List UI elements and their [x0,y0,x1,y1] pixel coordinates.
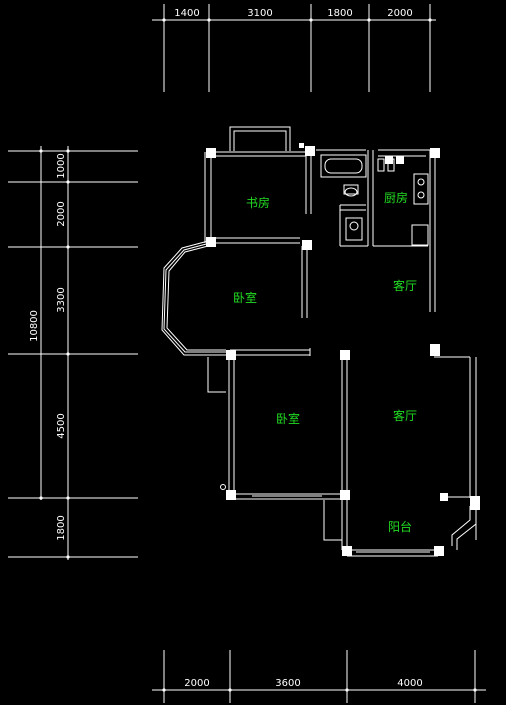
stove [413,173,429,205]
bathtub-basin [324,158,363,174]
room-label-kitchen: 厨房 [384,190,408,205]
room-label-study: 书房 [246,195,270,210]
bottom-dim-1: 2000 [184,678,209,689]
study-bay-window-inner [233,130,287,151]
bottom-dim-2: 3600 [275,678,300,689]
column [226,350,236,360]
top-dimension-ticks [162,18,432,22]
top-dim-1: 1400 [174,8,199,19]
column [430,148,440,158]
column [385,156,393,164]
bottom-dimension-chain [152,650,486,703]
room-label-bedroom-lower: 卧室 [276,411,300,426]
bedroom-bay-window-mid [163,242,226,353]
top-dim-4: 2000 [387,8,412,19]
column [396,156,404,164]
top-dim-2: 3100 [247,8,272,19]
columns [206,143,480,556]
balcony-east-wall-outer [456,512,477,550]
study-bay-window [229,126,291,151]
column [302,240,312,250]
balcony-east-wall [451,506,471,546]
wall-marker [220,484,226,490]
kitchen-fixture [377,158,385,172]
column [206,148,216,158]
room-label-balcony: 阳台 [388,519,412,534]
column [226,490,236,500]
column [340,350,350,360]
stove-burner [417,191,425,199]
column [299,143,304,148]
left-dim-4: 4500 [56,413,67,438]
room-label-bedroom-upper: 卧室 [233,290,257,305]
left-dim-5: 1800 [56,515,67,540]
column [206,237,216,247]
washbasin [345,217,363,241]
kitchen-counter [411,224,429,246]
column [340,490,350,500]
ac-ledge [207,357,226,393]
left-dim-total: 10800 [29,310,40,342]
left-dim-3: 3300 [56,287,67,312]
toilet-bowl [344,187,358,197]
stove-burner [417,178,425,186]
balcony-west-ledge [323,500,342,541]
room-label-living-lower: 客厅 [393,408,417,423]
room-labels: 书房 厨房 卧室 客厅 卧室 客厅 阳台 [233,190,417,534]
column [430,344,440,356]
column [305,146,315,156]
column [470,496,480,510]
bottom-dim-3: 4000 [397,678,422,689]
column [434,546,444,556]
bedroom-bay-window-inner [166,244,226,351]
bathtub [320,154,367,178]
toilet-tank [343,184,359,195]
column [342,546,352,556]
top-dim-3: 1800 [327,8,352,19]
column [440,493,448,501]
bedroom-bay-window-outer [161,239,226,356]
left-dim-1: 1000 [56,153,67,178]
left-dim-2: 2000 [56,201,67,226]
left-dimension-ticks [39,149,70,559]
room-label-living-upper: 客厅 [393,278,417,293]
bottom-dimension-ticks [162,688,477,692]
washbasin-bowl [349,221,359,231]
